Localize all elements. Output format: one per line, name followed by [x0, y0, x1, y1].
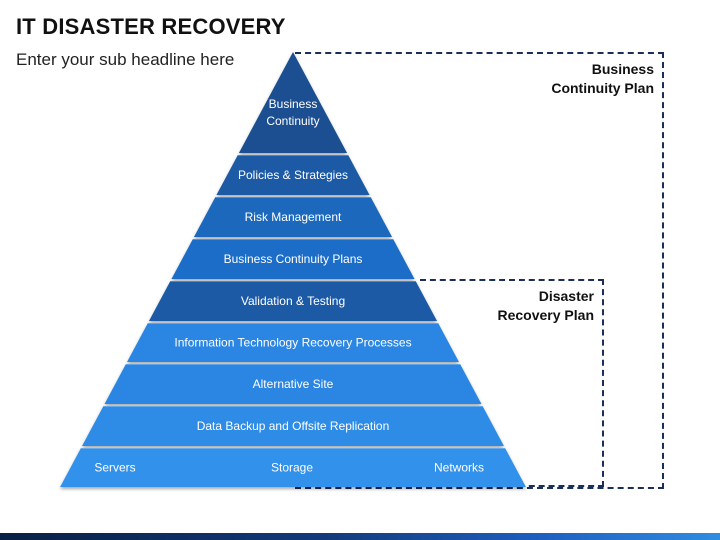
pyramid-layer-label: Alternative Site	[253, 377, 334, 391]
pyramid-layer	[127, 323, 459, 362]
pyramid-layer-label: Business Continuity Plans	[224, 252, 363, 266]
disaster-recovery-plan-label: Disaster Recovery Plan	[394, 287, 595, 325]
pyramid-layer	[104, 364, 482, 404]
business-continuity-plan-label: Business Continuity Plan	[454, 60, 654, 98]
pyramid-base-item-servers: Servers	[94, 461, 135, 475]
pyramid-layer-label: Policies & Strategies	[238, 168, 348, 182]
page-title: IT DISASTER RECOVERY	[16, 14, 286, 39]
pyramid-layer	[171, 239, 415, 279]
pyramid-base-item-storage: Storage	[271, 461, 313, 475]
pyramid-layer-label: Business	[269, 97, 318, 111]
pyramid-layer-label: Risk Management	[245, 210, 342, 224]
page-subtitle: Enter your sub headline here	[16, 50, 235, 69]
business-continuity-plan-bracket	[295, 52, 664, 489]
pyramid-layer	[216, 155, 370, 195]
pyramid-layer	[82, 406, 504, 446]
footer-gradient-bar	[0, 533, 720, 540]
pyramid-layer	[148, 281, 438, 321]
pyramid-layer-label: Data Backup and Offsite Replication	[197, 419, 390, 433]
disaster-recovery-plan-label-line-1: Disaster	[538, 288, 594, 304]
business-continuity-plan-label-line-2: Continuity Plan	[551, 80, 654, 96]
business-continuity-plan-label-line-1: Business	[591, 61, 654, 77]
disaster-recovery-plan-label-line-2: Recovery Plan	[497, 307, 595, 323]
pyramid-layer-label: Information Technology Recovery Processe…	[174, 336, 411, 350]
pyramid-base-layer	[60, 448, 526, 487]
pyramid-base-item-networks: Networks	[434, 461, 484, 475]
pyramid-layer	[193, 197, 393, 237]
pyramid-layer-label: Validation & Testing	[241, 294, 345, 308]
pyramid-layer-label: Continuity	[266, 114, 319, 128]
pyramid-layer	[238, 52, 348, 153]
